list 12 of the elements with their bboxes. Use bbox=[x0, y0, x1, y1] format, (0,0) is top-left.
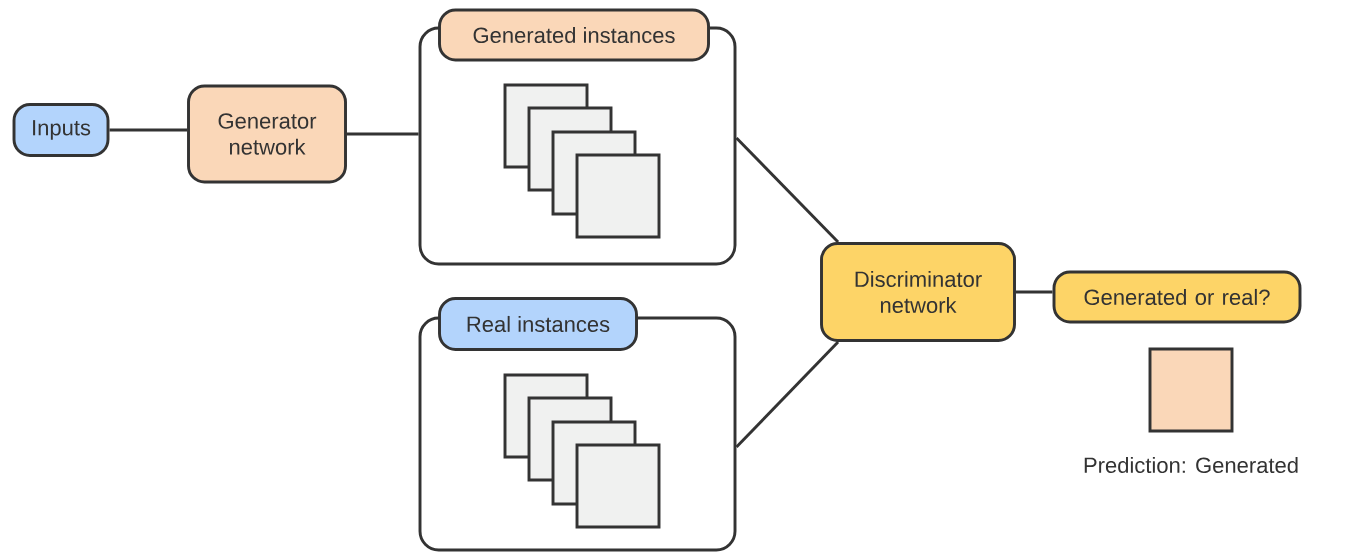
heading-tab: Real instances bbox=[438, 297, 638, 351]
process-box: Inputs bbox=[12, 103, 110, 157]
process-box: Generated or real? bbox=[1052, 270, 1302, 324]
heading-tab: Generated instances bbox=[438, 8, 710, 62]
connector-line bbox=[735, 136, 840, 244]
node-label: Prediction: Generated bbox=[1084, 456, 1298, 474]
connector-line bbox=[109, 128, 188, 132]
connector-line bbox=[735, 340, 840, 448]
connector-line bbox=[347, 132, 419, 136]
connector-line bbox=[1015, 290, 1053, 294]
process-box: Discriminator network bbox=[820, 242, 1016, 342]
process-box: Generator network bbox=[187, 84, 347, 184]
